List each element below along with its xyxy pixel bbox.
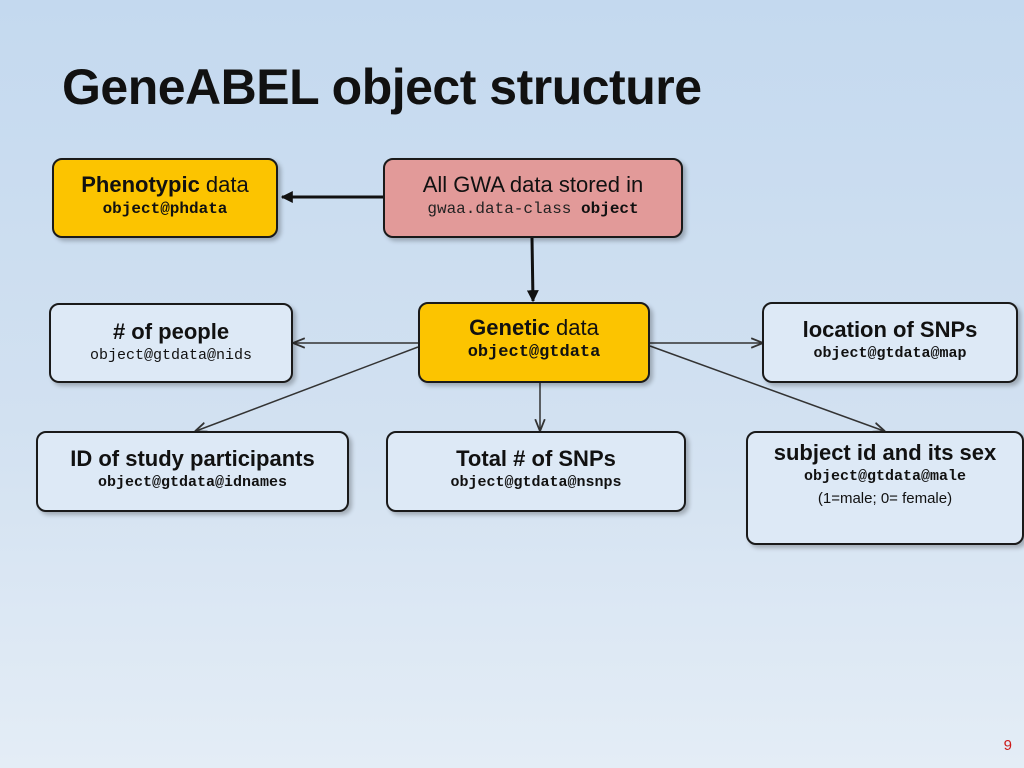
genetic-data-box: Genetic data object@gtdata	[418, 302, 650, 383]
total-snps-box: Total # of SNPs object@gtdata@nsnps	[386, 431, 686, 512]
phenotypic-label: Phenotypic	[81, 172, 200, 197]
phenotypic-data-box: Phenotypic data object@phdata	[52, 158, 278, 238]
page-number: 9	[1003, 737, 1012, 754]
genetic-code: object@gtdata	[467, 343, 601, 362]
arrow-genetic-to-subject-sex	[649, 345, 884, 431]
participants-id-code: object@gtdata@idnames	[97, 474, 288, 491]
subject-sex-label: subject id and its sex	[773, 440, 997, 465]
gwaa-class-code: gwaa.data-class	[427, 200, 572, 218]
all-gwa-label: All GWA data stored in	[422, 172, 644, 197]
phenotypic-code: object@phdata	[102, 200, 228, 218]
object-code: object	[571, 200, 639, 218]
people-count-label: # of people	[112, 319, 230, 344]
snp-location-code: object@gtdata@map	[813, 345, 967, 362]
subject-sex-code: object@gtdata@male	[803, 468, 967, 485]
genetic-label-suffix: data	[549, 315, 599, 340]
snp-location-label: location of SNPs	[802, 317, 978, 342]
genetic-label: Genetic	[469, 315, 550, 340]
total-snps-label: Total # of SNPs	[456, 446, 616, 471]
snp-location-box: location of SNPs object@gtdata@map	[762, 302, 1018, 383]
total-snps-code: object@gtdata@nsnps	[450, 474, 622, 491]
arrow-gwa-to-genetic	[526, 237, 539, 303]
subject-sex-note: (1=male; 0= female)	[817, 490, 953, 507]
all-gwa-data-box: All GWA data stored in gwaa.data-class o…	[383, 158, 683, 238]
participants-id-box: ID of study participants object@gtdata@i…	[36, 431, 349, 512]
subject-sex-box: subject id and its sex object@gtdata@mal…	[746, 431, 1024, 545]
arrow-genetic-to-participants	[196, 346, 419, 431]
people-count-box: # of people object@gtdata@nids	[49, 303, 293, 383]
people-count-code: object@gtdata@nids	[89, 347, 253, 364]
participants-id-label: ID of study participants	[70, 446, 315, 471]
slide-title: GeneABEL object structure	[62, 59, 702, 115]
phenotypic-label-suffix: data	[199, 172, 249, 197]
